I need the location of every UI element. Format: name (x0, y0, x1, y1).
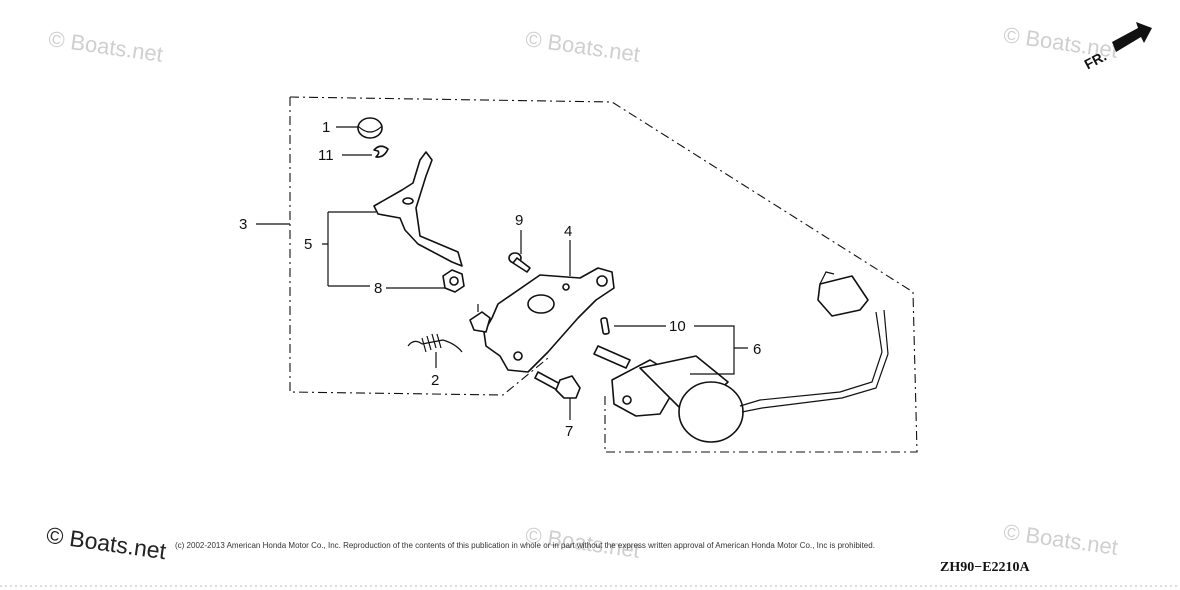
callout-8: 8 (374, 280, 382, 297)
callout-7: 7 (565, 423, 573, 440)
diagram-code: ZH90−E2210A (940, 560, 1030, 575)
callout-2: 2 (431, 372, 439, 389)
part-bracket (469, 267, 615, 373)
callout-1: 1 (322, 119, 330, 136)
callout-5: 5 (304, 236, 312, 253)
callout-11: 11 (318, 147, 334, 164)
part-nut (442, 269, 465, 293)
front-direction-arrow-icon (1112, 22, 1152, 52)
callout-4: 4 (564, 223, 572, 240)
callout-9: 9 (515, 212, 523, 229)
part-spring (407, 333, 463, 353)
part-bolt (534, 371, 581, 399)
callout-6: 6 (753, 341, 761, 358)
callout-3: 3 (239, 216, 247, 233)
part-lever (373, 151, 463, 267)
copyright-notice: (c) 2002-2013 American Honda Motor Co., … (175, 541, 875, 550)
part-cap (357, 117, 383, 139)
part-clip (373, 145, 389, 158)
part-solenoid (593, 271, 889, 443)
callout-10: 10 (669, 318, 686, 335)
assembly-boundary (289, 96, 918, 453)
callout-leaders (256, 126, 748, 420)
part-pin (600, 317, 610, 335)
part-screw (508, 252, 531, 273)
